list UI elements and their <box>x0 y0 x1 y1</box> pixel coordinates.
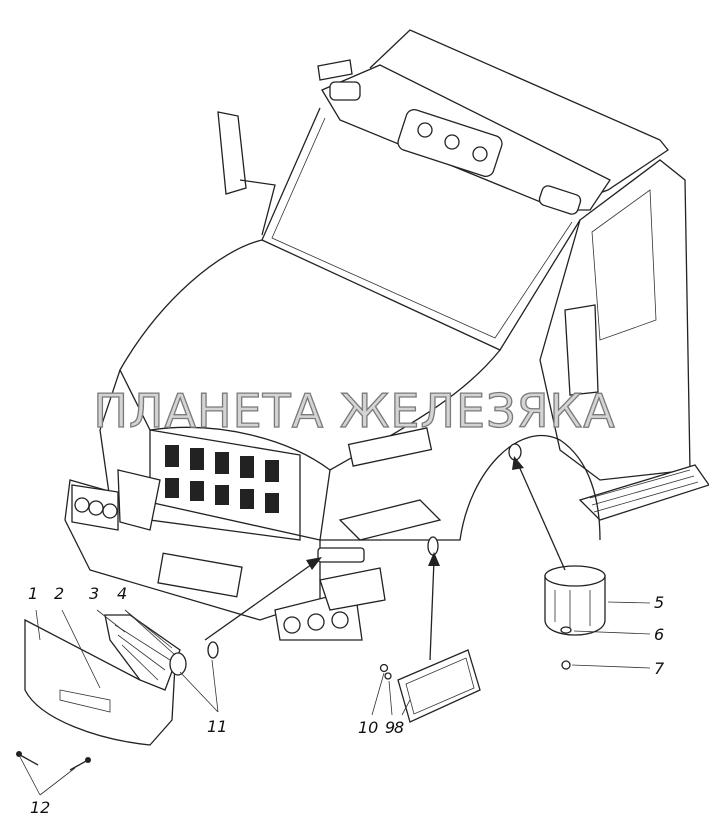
callout-6: 6 <box>654 625 665 644</box>
callout-8: 8 <box>394 718 405 737</box>
callout-12: 12 <box>30 798 51 817</box>
cab-roof <box>369 29 669 201</box>
callout-7: 7 <box>654 659 665 678</box>
beacon-lamp-part <box>544 565 606 636</box>
assembly-arrows <box>204 456 566 661</box>
front-fender <box>319 434 601 541</box>
side-marker <box>427 536 439 556</box>
windshield <box>261 107 581 351</box>
bumper-cap-part <box>24 618 176 746</box>
bumper-inset <box>317 547 365 563</box>
right-mirror <box>564 304 599 396</box>
hood <box>119 239 501 471</box>
callout-5: 5 <box>654 593 665 612</box>
callout-4: 4 <box>117 584 128 603</box>
right-headlamp <box>274 567 386 641</box>
watermark: ПЛАНЕТА ЖЕЛЕЗЯКА <box>93 383 616 438</box>
cab-step <box>578 464 709 521</box>
callout-2: 2 <box>54 584 65 603</box>
callout-3: 3 <box>89 584 100 603</box>
side-lamp-part <box>397 649 481 723</box>
callout-11: 11 <box>207 717 228 736</box>
callout-10: 10 <box>358 718 379 737</box>
cab-door <box>539 159 691 481</box>
callout-9: 9 <box>385 718 396 737</box>
left-mirror <box>217 111 247 195</box>
callout-1: 1 <box>28 584 39 603</box>
leader-lines <box>19 601 651 796</box>
grille-slots <box>165 445 279 513</box>
left-headlamp <box>71 469 161 531</box>
